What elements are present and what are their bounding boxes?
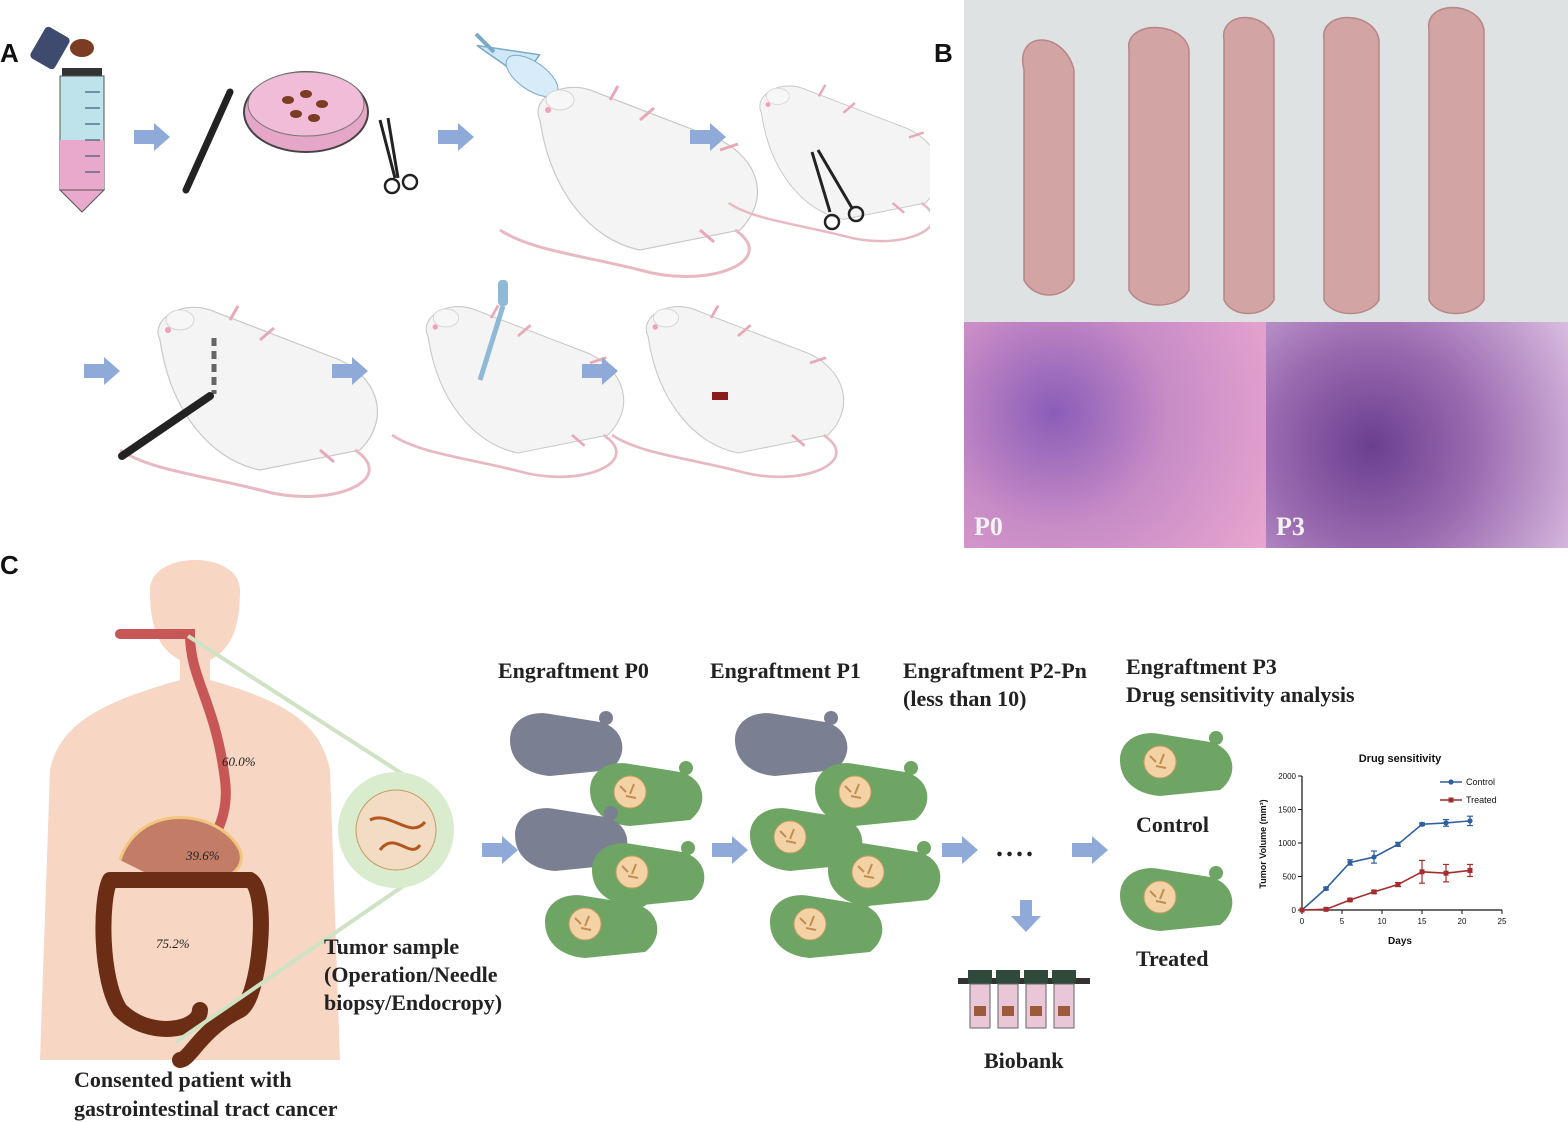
- patient-label-1: Consented patient with: [74, 1067, 292, 1092]
- mouse-treated: [1119, 865, 1234, 932]
- panel-letter-c: C: [0, 550, 19, 580]
- mouse-sutured: [610, 304, 846, 479]
- chart-title: Drug sensitivity: [1359, 753, 1442, 765]
- biobank-tubes-icon: [958, 970, 1090, 1029]
- tube-icon: [30, 26, 106, 213]
- y-tick-label: 1500: [1278, 806, 1296, 815]
- x-tick-label: 25: [1498, 917, 1507, 926]
- pipette-icon: [477, 280, 508, 381]
- histology-p0-label: P0: [974, 512, 1003, 541]
- mice-photo: [964, 0, 1568, 322]
- x-tick-label: 15: [1418, 917, 1427, 926]
- mouse-control: [1119, 730, 1234, 797]
- mouse-group-p1: [735, 711, 942, 959]
- data-point-treated: [1419, 869, 1425, 875]
- control-label: Control: [1136, 812, 1209, 837]
- esophagus-percent: 60.0%: [222, 754, 256, 769]
- chart-xlabel: Days: [1388, 936, 1412, 947]
- x-tick-label: 10: [1378, 917, 1387, 926]
- mouse-pipette: [390, 304, 626, 479]
- engraftment-p3-label-2: Drug sensitivity analysis: [1126, 682, 1355, 707]
- suture-icon: [712, 392, 728, 400]
- legend-label-control: Control: [1466, 777, 1495, 787]
- colon-percent: 75.2%: [156, 936, 190, 951]
- legend-marker-treated: [1448, 797, 1454, 803]
- ellipsis-label: ....: [996, 832, 1036, 863]
- y-tick-label: 1000: [1278, 839, 1296, 848]
- data-point-control: [1467, 818, 1473, 824]
- stomach-percent: 39.6%: [186, 848, 220, 863]
- data-point-treated: [1371, 889, 1377, 895]
- x-tick-label: 0: [1300, 917, 1305, 926]
- biobank-label: Biobank: [984, 1048, 1064, 1073]
- sample-label-1: Tumor sample: [324, 934, 460, 959]
- data-point-control: [1371, 854, 1377, 860]
- surgical-scissors-icon: [810, 149, 865, 231]
- y-tick-label: 0: [1292, 906, 1297, 915]
- mouse-group-p0: [510, 711, 706, 959]
- petri-dish-icon: [243, 71, 369, 153]
- data-point-control: [1395, 841, 1401, 847]
- sample-label-2: (Operation/Needle: [324, 962, 498, 987]
- engraftment-p0-label: Engraftment P0: [498, 658, 649, 683]
- mouse-implant: [118, 304, 379, 498]
- data-point-treated: [1443, 870, 1449, 876]
- tumor-sample-circle: [338, 772, 454, 888]
- histology-p3: P3: [1266, 322, 1568, 548]
- panel-letter-b: B: [934, 38, 953, 68]
- scissors-icon: [378, 117, 419, 195]
- mouse-incision: [727, 83, 930, 243]
- human-body-illustration: [40, 560, 340, 1068]
- data-point-treated: [1395, 882, 1401, 888]
- data-point-control: [1347, 859, 1353, 866]
- patient-label-2: gastrointestinal tract cancer: [74, 1096, 338, 1121]
- legend-label-treated: Treated: [1466, 795, 1497, 805]
- chart-ylabel: Tumor Volume (mm³): [1258, 799, 1268, 888]
- panel-a-procedure: [30, 26, 930, 498]
- legend-marker-control: [1448, 779, 1454, 785]
- engraftment-p3-label-1: Engraftment P3: [1126, 654, 1277, 679]
- data-point-treated: [1467, 867, 1473, 873]
- engraftment-p2-label-2: (less than 10): [903, 686, 1027, 711]
- panel-c-workflow: [40, 560, 1234, 1068]
- sample-label-3: biopsy/Endocropy): [324, 990, 503, 1015]
- data-point-control: [1443, 820, 1449, 826]
- data-point-treated: [1299, 907, 1305, 913]
- trocar-icon: [118, 338, 217, 460]
- engraftment-p2-label-1: Engraftment P2-Pn: [903, 658, 1087, 683]
- data-point-control: [1323, 885, 1329, 892]
- histology-p0: P0: [964, 322, 1266, 548]
- data-point-control: [1419, 821, 1425, 827]
- series-line-treated: [1301, 869, 1471, 911]
- drug-sensitivity-chart: Drug sensitivity Days Tumor Volume (mm³)…: [1258, 753, 1507, 947]
- series-line-control: [1301, 820, 1471, 911]
- engraftment-p1-label: Engraftment P1: [710, 658, 861, 683]
- treated-label: Treated: [1136, 946, 1209, 971]
- y-tick-label: 500: [1283, 873, 1297, 882]
- panel-letter-a: A: [0, 38, 19, 68]
- down-arrow-icon: [1011, 900, 1041, 932]
- forceps-icon: [182, 88, 234, 194]
- y-tick-label: 2000: [1278, 772, 1296, 781]
- x-tick-label: 5: [1340, 917, 1345, 926]
- x-tick-label: 20: [1458, 917, 1467, 926]
- data-point-treated: [1347, 897, 1353, 903]
- data-point-treated: [1323, 906, 1329, 912]
- histology-p3-label: P3: [1276, 512, 1305, 541]
- mouse-anesthetized: [498, 84, 759, 278]
